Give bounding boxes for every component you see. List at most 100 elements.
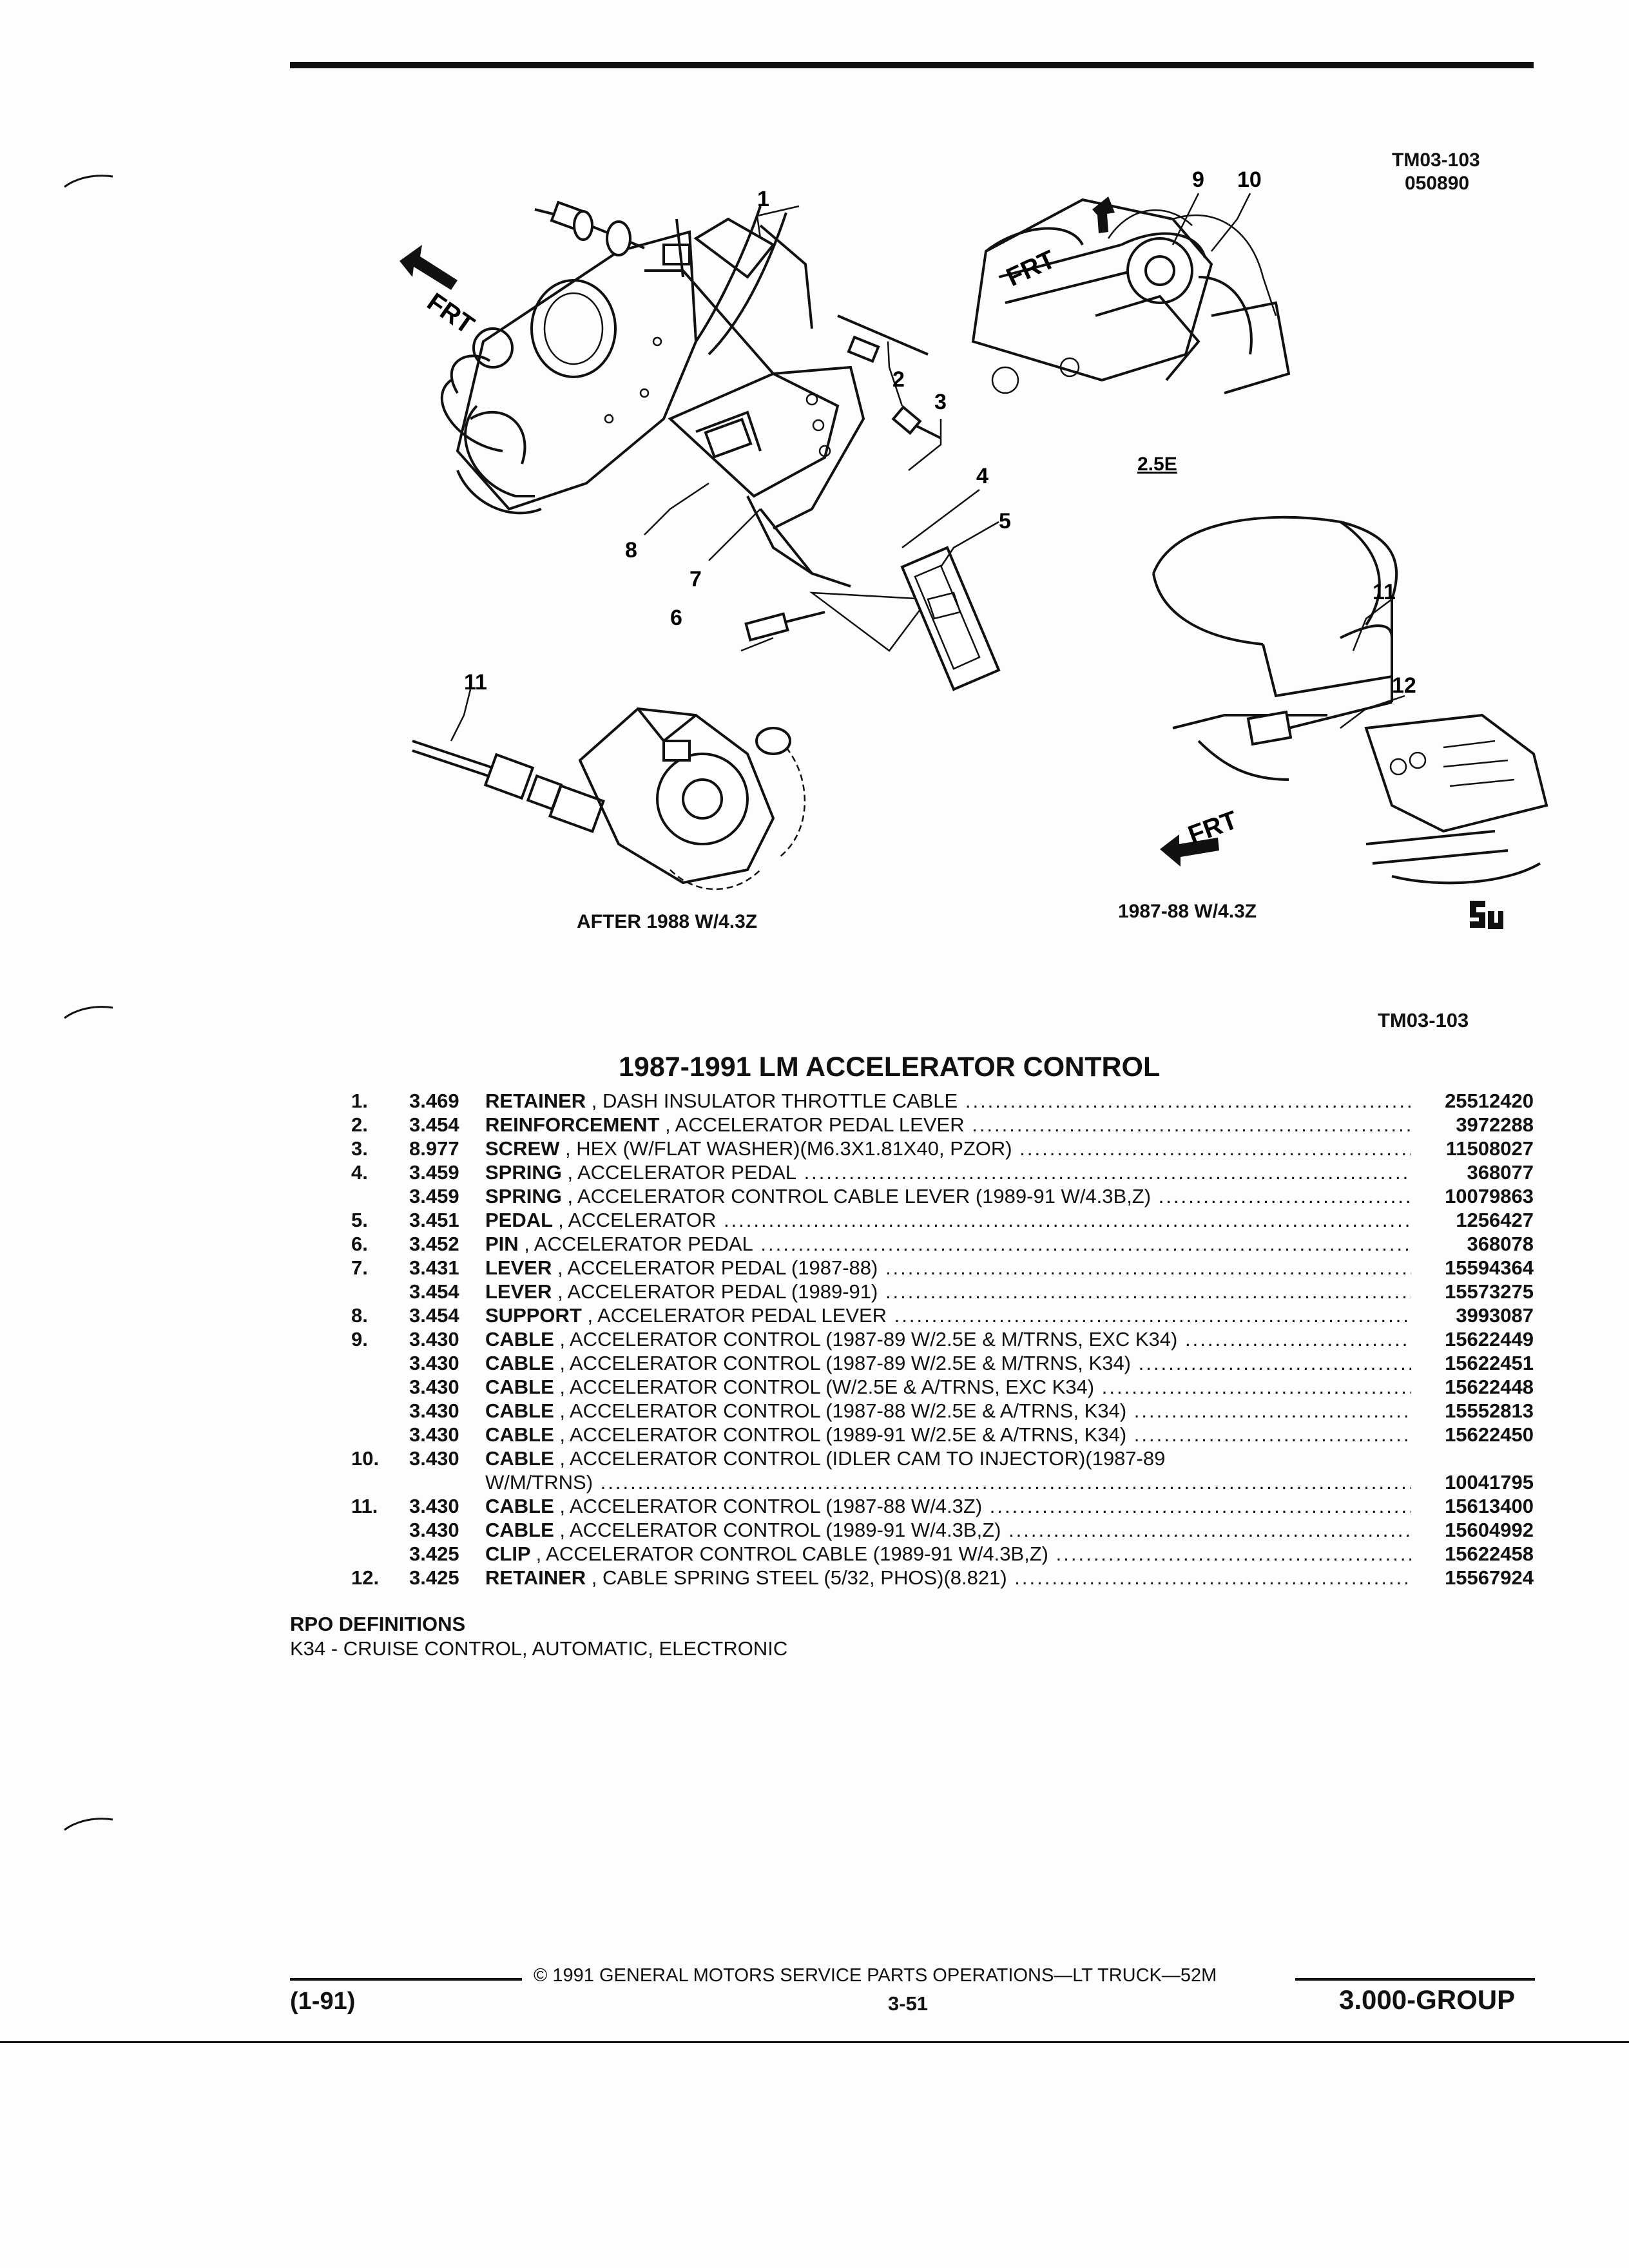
engine-2-5e-drawing xyxy=(971,198,1291,394)
parts-row: 10. 3.430 CABLE , ACCELERATOR CONTROL (IDL… xyxy=(351,1446,1534,1470)
part-description: CABLE , ACCELERATOR CONTROL (1987-88 W/4… xyxy=(485,1494,1411,1518)
part-name: PEDAL xyxy=(485,1209,559,1231)
part-name: SCREW xyxy=(485,1137,565,1160)
callout-4: 4 xyxy=(976,464,988,488)
catalog-code: 3.430 xyxy=(409,1352,459,1374)
callout-6: 6 xyxy=(670,606,682,630)
throttle-body-after-1988-drawing xyxy=(412,707,806,890)
part-description: SUPPORT , ACCELERATOR PEDAL LEVER xyxy=(485,1303,1411,1327)
part-description: PIN , ACCELERATOR PEDAL xyxy=(485,1232,1411,1256)
callout-12: 12 xyxy=(1392,673,1416,698)
item-number: 6. xyxy=(351,1233,368,1255)
margin-marks xyxy=(64,175,113,1831)
part-number: 15622451 xyxy=(1445,1352,1534,1374)
dash-panel-drawing xyxy=(440,206,813,515)
part-name: CABLE xyxy=(485,1447,560,1470)
part-description: CABLE , ACCELERATOR CONTROL (1987-89 W/2… xyxy=(485,1351,1411,1375)
catalog-code: 3.430 xyxy=(409,1519,459,1541)
part-name: SPRING xyxy=(485,1185,568,1207)
catalog-code: 3.459 xyxy=(409,1185,459,1207)
part-detail: , ACCELERATOR CONTROL (1987-88 W/2.5E & … xyxy=(559,1399,1127,1422)
callout-1: 1 xyxy=(757,187,769,211)
top-rule xyxy=(290,62,1534,68)
part-detail: , ACCELERATOR CONTROL (1987-89 W/2.5E & … xyxy=(559,1328,1178,1350)
parts-row: 3.430 CABLE , ACCELERATOR CONTROL (W/2.5E… xyxy=(351,1375,1534,1399)
catalog-code: 3.454 xyxy=(409,1280,459,1303)
throttle-cable-drawing xyxy=(534,200,776,375)
part-number: 10079863 xyxy=(1445,1185,1534,1207)
rpo-definition: K34 - CRUISE CONTROL, AUTOMATIC, ELECTRO… xyxy=(290,1637,788,1660)
catalog-code: 3.430 xyxy=(409,1328,459,1350)
part-detail: , HEX (W/FLAT WASHER)(M6.3X1.81X40, PZOR… xyxy=(565,1137,1012,1160)
part-description: PEDAL , ACCELERATOR xyxy=(485,1208,1411,1232)
footer-rule-left xyxy=(290,1978,522,1981)
parts-row: 3.425 CLIP , ACCELERATOR CONTROL CABLE (1… xyxy=(351,1542,1534,1566)
illustration-date: 050890 xyxy=(1405,173,1470,194)
footer-date: (1-91) xyxy=(290,1988,356,2015)
part-detail: , ACCELERATOR CONTROL (1987-88 W/4.3Z) xyxy=(559,1495,983,1517)
part-detail: , ACCELERATOR PEDAL xyxy=(524,1233,753,1255)
part-name: LEVER xyxy=(485,1256,557,1279)
callout-11-right: 11 xyxy=(1373,580,1396,604)
catalog-code: 3.430 xyxy=(409,1376,459,1398)
catalog-code: 3.430 xyxy=(409,1447,459,1470)
front-label-left: FRT xyxy=(422,287,479,340)
part-detail: , ACCELERATOR PEDAL xyxy=(567,1161,796,1184)
part-description: CABLE , ACCELERATOR CONTROL (W/2.5E & A/… xyxy=(485,1375,1411,1399)
catalog-code: 3.425 xyxy=(409,1542,459,1565)
part-description: REINFORCEMENT , ACCELERATOR PEDAL LEVER xyxy=(485,1113,1411,1137)
part-description: RETAINER , DASH INSULATOR THROTTLE CABLE xyxy=(485,1089,1411,1113)
callout-7: 7 xyxy=(689,567,702,591)
part-name: LEVER xyxy=(485,1280,557,1303)
part-description: CLIP , ACCELERATOR CONTROL CABLE (1989-9… xyxy=(485,1542,1411,1566)
part-number: 15594364 xyxy=(1445,1256,1534,1279)
part-detail: , DASH INSULATOR THROTTLE CABLE xyxy=(591,1090,958,1112)
part-number: 11508027 xyxy=(1445,1137,1534,1160)
part-number: 15604992 xyxy=(1445,1519,1534,1541)
part-name: SUPPORT xyxy=(485,1304,588,1327)
item-number: 4. xyxy=(351,1161,368,1184)
caption-1987-88: 1987-88 W/4.3Z xyxy=(1118,901,1257,922)
part-number: 25512420 xyxy=(1445,1090,1534,1112)
pedal-lever-assembly-drawing xyxy=(668,314,941,652)
part-description: SCREW , HEX (W/FLAT WASHER)(M6.3X1.81X40… xyxy=(485,1137,1411,1160)
part-number: 15573275 xyxy=(1445,1280,1534,1303)
part-number: 15552813 xyxy=(1445,1399,1534,1422)
item-number: 3. xyxy=(351,1137,368,1160)
catalog-code: 3.430 xyxy=(409,1423,459,1446)
parts-row: 3.430 CABLE , ACCELERATOR CONTROL (1987-8… xyxy=(351,1351,1534,1375)
catalog-code: 3.451 xyxy=(409,1209,459,1231)
catalog-code: 3.454 xyxy=(409,1113,459,1136)
part-name: CABLE xyxy=(485,1328,560,1350)
catalog-code: 3.452 xyxy=(409,1233,459,1255)
catalog-code: 3.425 xyxy=(409,1566,459,1589)
part-detail: , ACCELERATOR CONTROL (1987-89 W/2.5E & … xyxy=(559,1352,1132,1374)
part-detail: W/M/TRNS) xyxy=(485,1471,593,1494)
catalog-code: 3.430 xyxy=(409,1495,459,1517)
part-number: 15622458 xyxy=(1445,1542,1534,1565)
part-detail: , ACCELERATOR CONTROL (W/2.5E & A/TRNS, … xyxy=(559,1376,1095,1398)
part-detail: , ACCELERATOR CONTROL (1989-91 W/2.5E & … xyxy=(559,1423,1127,1446)
part-number: 15622448 xyxy=(1445,1376,1534,1398)
parts-row: 3.459 SPRING , ACCELERATOR CONTROL CABLE … xyxy=(351,1184,1534,1208)
callout-11-left: 11 xyxy=(464,670,487,695)
item-number: 12. xyxy=(351,1566,380,1589)
catalog-code: 3.431 xyxy=(409,1256,459,1279)
item-number: 8. xyxy=(351,1304,368,1327)
item-number: 10. xyxy=(351,1447,380,1470)
part-detail: , ACCELERATOR CONTROL (IDLER CAM TO INJE… xyxy=(559,1447,1166,1470)
catalog-code: 3.454 xyxy=(409,1304,459,1327)
part-description: SPRING , ACCELERATOR CONTROL CABLE LEVER… xyxy=(485,1184,1411,1208)
part-number: 15567924 xyxy=(1445,1566,1534,1589)
engine-4-3z-drawing xyxy=(1152,515,1548,885)
callout-9: 9 xyxy=(1192,168,1204,192)
part-description: LEVER , ACCELERATOR PEDAL (1987-88) xyxy=(485,1256,1411,1280)
part-number: 3972288 xyxy=(1456,1113,1534,1136)
part-name: RETAINER xyxy=(485,1566,592,1589)
part-description: SPRING , ACCELERATOR PEDAL xyxy=(485,1160,1411,1184)
part-name: CABLE xyxy=(485,1423,560,1446)
